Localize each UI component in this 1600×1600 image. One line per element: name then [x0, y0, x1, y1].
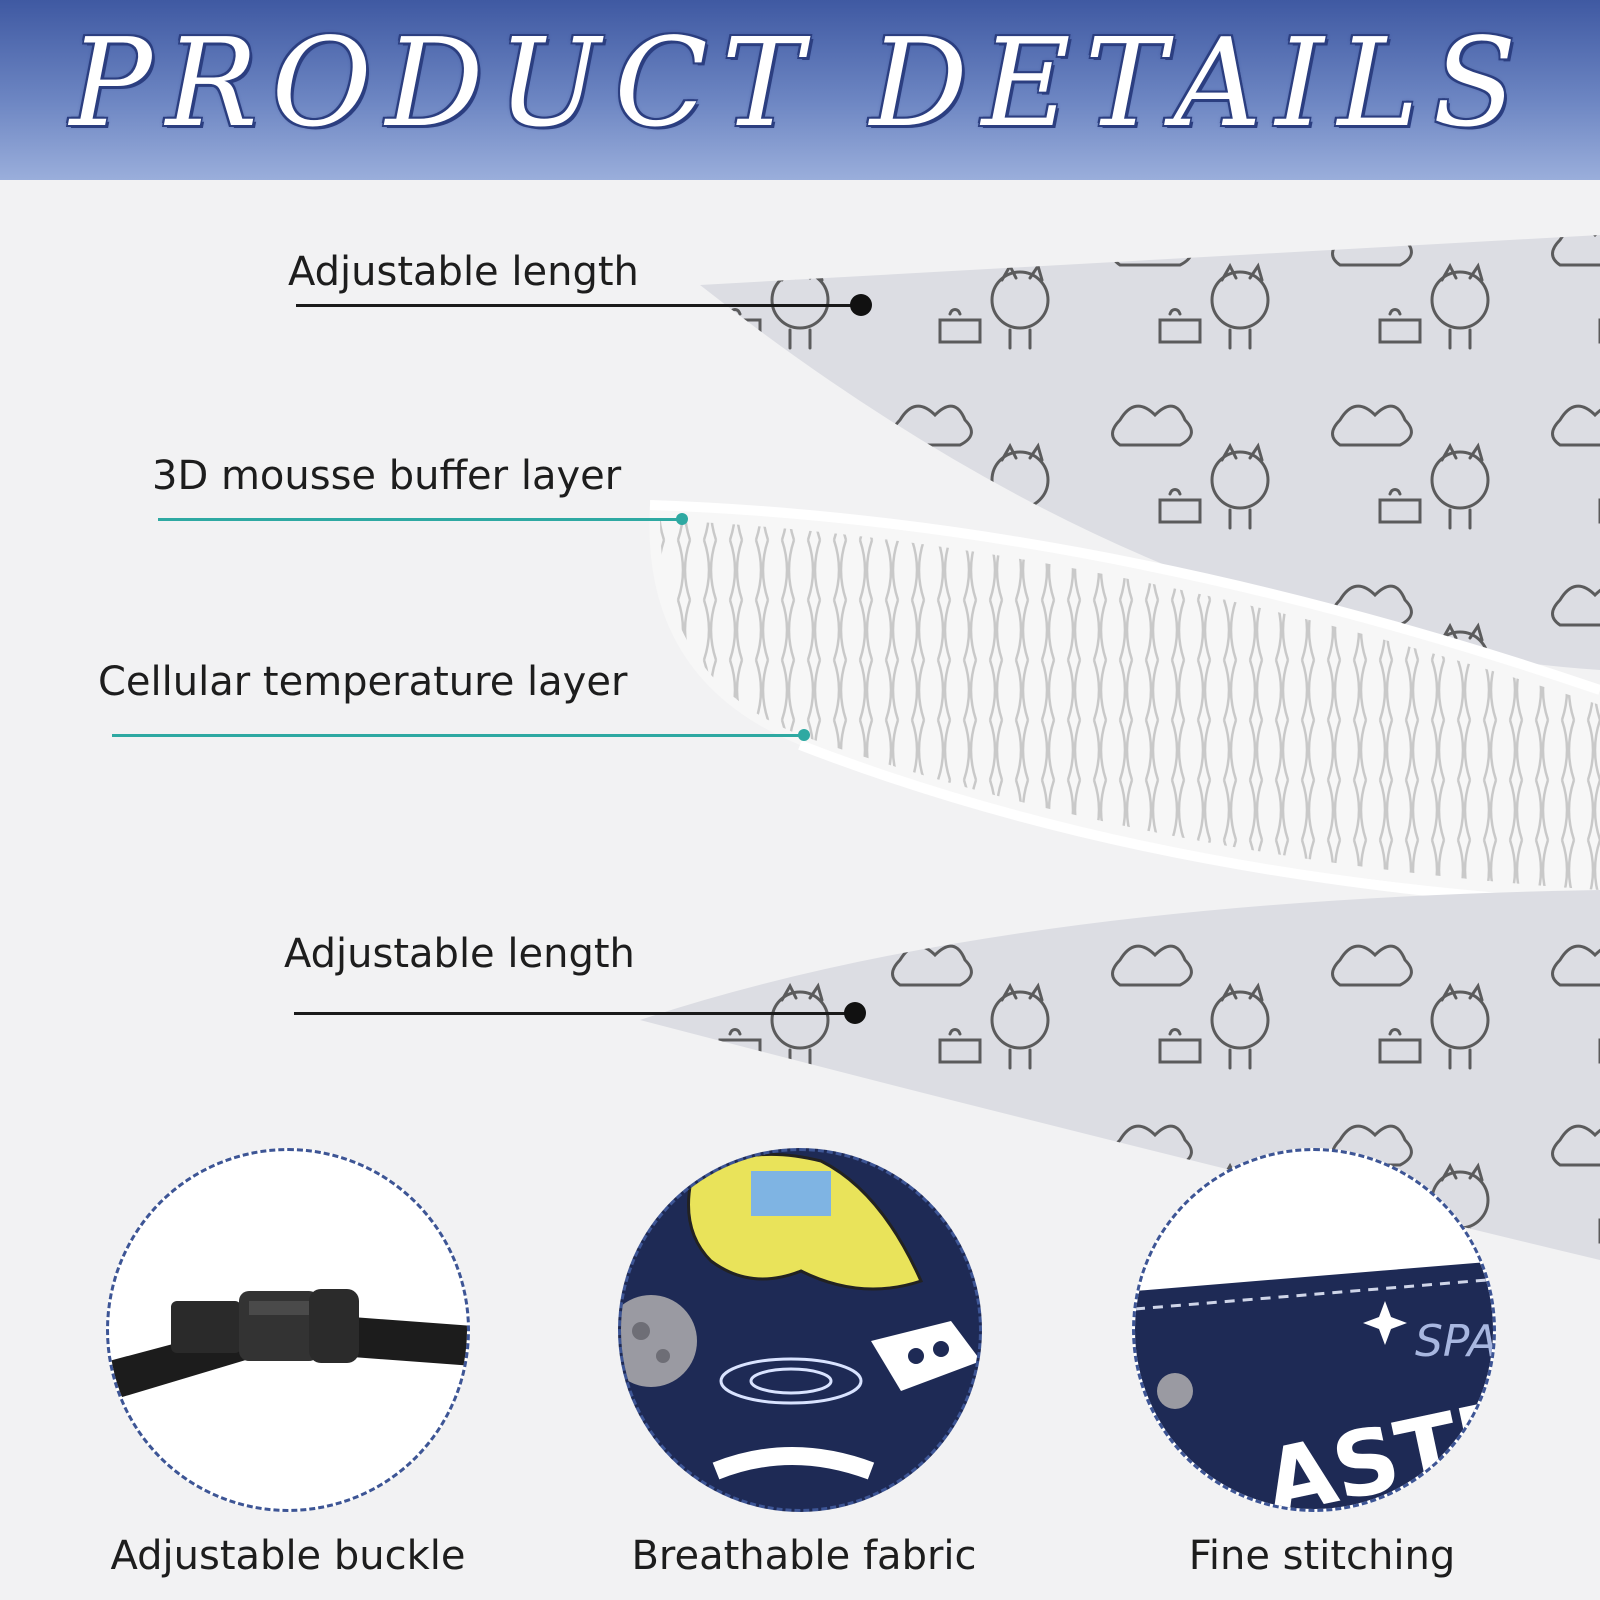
feature-circle-buckle: [106, 1148, 470, 1512]
callout-top-marker: [850, 294, 872, 316]
feature-circle-stitching: SPACE ASTRO: [1132, 1148, 1496, 1512]
callout-cellular-temperature-layer: Cellular temperature layer: [98, 659, 628, 705]
mattress-layer-illustration: [640, 235, 1600, 1260]
fabric-print-space: SPACE: [1415, 1316, 1496, 1367]
callout-top-leader-line: [296, 304, 852, 307]
feature-caption-fabric: Breathable fabric: [631, 1533, 977, 1579]
callout-bottom-adjustable-length: Adjustable length: [284, 931, 635, 977]
callout-cellular-marker: [798, 729, 810, 741]
header-banner: PRODUCT DETAILS: [0, 0, 1600, 180]
feature-caption-buckle: Adjustable buckle: [110, 1533, 466, 1579]
space-fabric-icon: [621, 1152, 979, 1480]
feature-circle-fabric: [618, 1148, 982, 1512]
callout-cellular-leader-line: [112, 734, 802, 737]
page-title: PRODUCT DETAILS: [69, 12, 1531, 154]
callout-bottom-marker: [844, 1002, 866, 1024]
callout-bottom-leader-line: [294, 1012, 846, 1015]
buckle-icon: [109, 1289, 467, 1401]
callout-top-adjustable-length: Adjustable length: [288, 249, 639, 295]
callout-mousse-leader-line: [158, 518, 680, 521]
stitching-icon: SPACE ASTRO: [1135, 1261, 1496, 1509]
callout-mousse-marker: [676, 513, 688, 525]
feature-caption-stitching: Fine stitching: [1188, 1533, 1456, 1579]
callout-mousse-buffer-layer: 3D mousse buffer layer: [152, 453, 622, 499]
